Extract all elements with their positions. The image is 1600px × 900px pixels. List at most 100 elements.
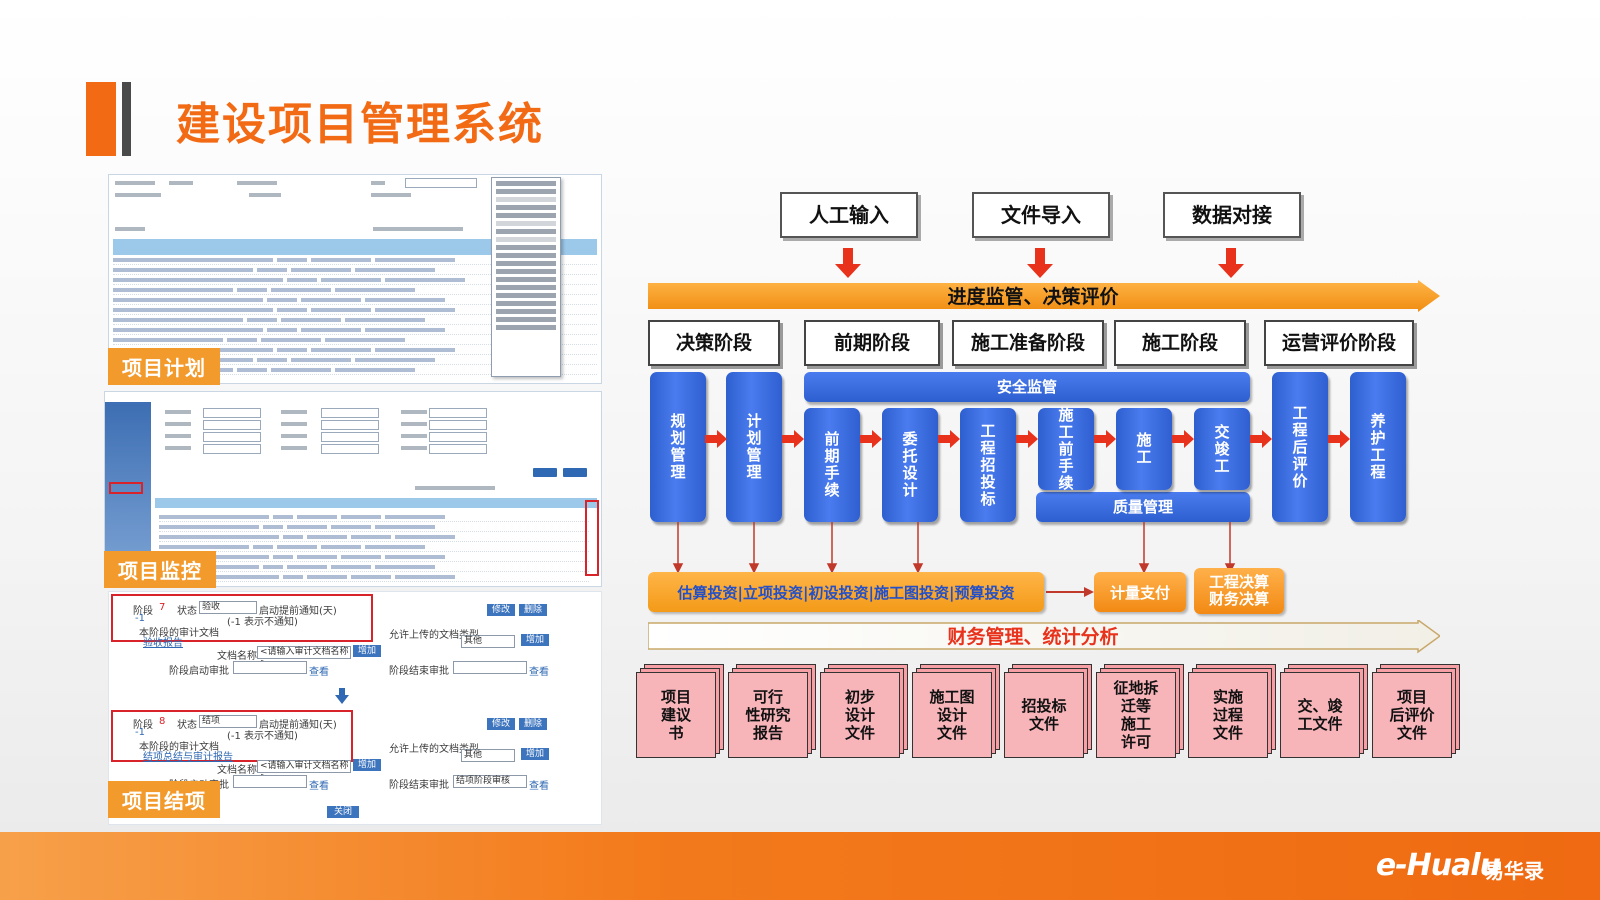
doc-completion: 交、竣工文件 [1280, 664, 1368, 758]
stage-label: 阶段 [133, 720, 153, 731]
phase-construction-prep: 施工准备阶段 [952, 320, 1104, 366]
notice-label: 启动提前通知(天) [259, 720, 337, 731]
modify-button[interactable]: 修改 [487, 718, 515, 730]
add-doc-button[interactable]: 增加 [353, 645, 381, 657]
doc-construction-drawing: 施工图设计文件 [912, 664, 1000, 758]
title-accent-bar [86, 82, 116, 156]
status-label: 状态 [177, 720, 197, 731]
doc-project-proposal: 项目建议书 [636, 664, 724, 758]
screenshot-project-plan [108, 174, 602, 384]
status-select[interactable]: 验收 [199, 601, 257, 614]
page-title: 建设项目管理系统 [176, 99, 544, 150]
input-manual: 人工输入 [780, 192, 918, 238]
doc-name-label: 文档名称: [217, 765, 261, 776]
doc-name-input[interactable]: <请输入审计文档名称> [257, 646, 351, 668]
start-approve-select[interactable] [233, 661, 307, 674]
down-arrow-icon [1027, 248, 1053, 278]
progress-banner-arrow [648, 280, 1440, 312]
quality-management: 质量管理 [1036, 492, 1250, 522]
right-arrow-icon [782, 430, 804, 448]
settlement-engineering: 工程决算 [1208, 573, 1269, 591]
title-accent-bar-dark [122, 82, 131, 156]
view-link[interactable]: 查看 [309, 667, 329, 678]
add-type-button[interactable]: 增加 [521, 748, 549, 760]
add-doc-button[interactable]: 增加 [353, 759, 381, 771]
doc-link[interactable]: 验收报告 [143, 638, 183, 649]
phase-operation-evaluation: 运营评价阶段 [1264, 320, 1414, 366]
allowed-type-select[interactable]: 其他 [461, 635, 515, 648]
stage-number: 7 [159, 602, 166, 613]
end-approve-label: 阶段结束审批 [389, 780, 449, 791]
doc-group-label: 本阶段的审计文档 [139, 628, 219, 639]
status-select[interactable]: 结项 [199, 715, 257, 728]
tag-project-monitor: 项目监控 [104, 551, 216, 588]
context-menu [491, 177, 561, 377]
end-approve-label: 阶段结束审批 [389, 666, 449, 677]
notice-value[interactable]: -1 [135, 727, 145, 738]
input-data-interface: 数据对接 [1163, 192, 1301, 238]
brand-logo: e-Hualu [1375, 848, 1501, 883]
tag-project-close: 项目结项 [108, 781, 220, 818]
end-approve-select[interactable] [453, 661, 527, 674]
close-button[interactable]: 关闭 [327, 806, 359, 818]
right-arrow-icon [1094, 430, 1116, 448]
finance-banner-arrow [648, 620, 1440, 654]
modify-button[interactable]: 修改 [487, 604, 515, 616]
step-construction: 施工 [1116, 408, 1172, 490]
right-arrow-icon [860, 430, 882, 448]
screenshot-project-close: 阶段 7 状态 验收 启动提前通知(天) -1 (-1 表示不通知) 本阶段的审… [108, 591, 602, 825]
doc-name-label: 文档名称: [217, 651, 261, 662]
settlement-box: 工程决算 财务决算 [1194, 568, 1284, 614]
finance-banner-label: 财务管理、统计分析 [947, 626, 1119, 648]
settlement-financial: 财务决算 [1208, 590, 1269, 608]
delete-button[interactable]: 删除 [519, 604, 547, 616]
allowed-group-label: 允许上传的文档类型 [389, 630, 479, 641]
safety-supervision: 安全监管 [804, 372, 1250, 402]
add-type-button[interactable]: 增加 [521, 634, 549, 646]
notice-value[interactable]: -1 [135, 613, 145, 624]
allowed-group-label: 允许上传的文档类型 [389, 744, 479, 755]
step-commissioned-design: 委托设计 [882, 408, 938, 522]
connector-lines [672, 522, 1236, 574]
doc-preliminary-design: 初步设计文件 [820, 664, 908, 758]
phase-decision: 决策阶段 [648, 320, 780, 366]
brand-logo-cn: 易华录 [1484, 859, 1544, 883]
step-maintenance: 养护工程 [1350, 372, 1406, 522]
status-label: 状态 [177, 606, 197, 617]
investment-bar: 估算投资|立项投资|初设投资|施工图投资|预算投资 [648, 572, 1044, 612]
notice-hint: (-1 表示不通知) [227, 617, 298, 628]
right-arrow-icon [938, 430, 960, 448]
progress-banner-label: 进度监管、决策评价 [947, 286, 1119, 308]
right-arrow-icon [1016, 430, 1038, 448]
doc-implementation-process: 实施过程文件 [1188, 664, 1276, 758]
doc-link[interactable]: 结项总结与审计报告 [143, 752, 233, 763]
tag-project-plan: 项目计划 [108, 348, 220, 385]
end-approve-select[interactable]: 结项阶段审核 [453, 775, 527, 788]
doc-name-input[interactable]: <请输入审计文档名称> [257, 760, 351, 782]
notice-hint: (-1 表示不通知) [227, 731, 298, 742]
down-arrow-icon [1218, 248, 1244, 278]
phase-construction: 施工阶段 [1114, 320, 1246, 366]
start-approve-label: 阶段启动审批 [169, 666, 229, 677]
step-planning: 规划管理 [650, 372, 706, 522]
doc-post-evaluation: 项目后评价文件 [1372, 664, 1460, 758]
view-link[interactable]: 查看 [529, 667, 549, 678]
step-bidding: 工程招投标 [960, 408, 1016, 522]
right-arrow-icon [705, 430, 727, 448]
doc-group-label: 本阶段的审计文档 [139, 742, 219, 753]
step-pre-construction-procedures: 施工前手续 [1038, 406, 1094, 491]
right-arrow-icon [1046, 587, 1094, 597]
view-link[interactable]: 查看 [309, 781, 329, 792]
payment-box: 计量支付 [1094, 572, 1186, 612]
down-arrow-icon [335, 688, 349, 704]
doc-land-permit: 征地拆迁等施工许可 [1096, 664, 1184, 758]
delete-button[interactable]: 删除 [519, 718, 547, 730]
phase-preliminary: 前期阶段 [804, 320, 940, 366]
view-link[interactable]: 查看 [529, 781, 549, 792]
step-post-evaluation: 工程后评价 [1272, 372, 1328, 522]
allowed-type-select[interactable]: 其他 [461, 749, 515, 762]
doc-bidding: 招投标文件 [1004, 664, 1092, 758]
doc-feasibility-report: 可行性研究报告 [728, 664, 816, 758]
start-approve-select[interactable] [233, 775, 307, 788]
right-arrow-icon [1250, 430, 1272, 448]
